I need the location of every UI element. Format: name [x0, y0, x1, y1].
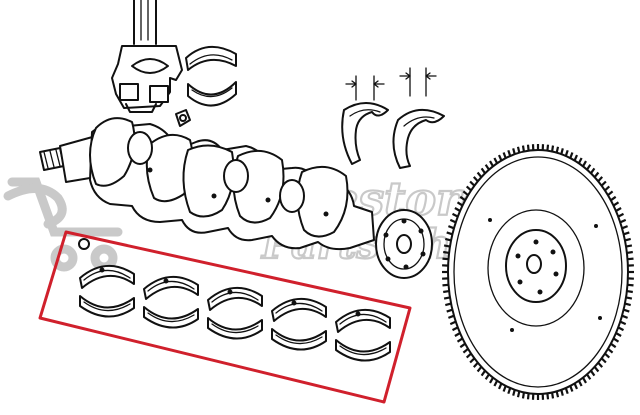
bearing-shell-pair: [143, 276, 199, 329]
bearing-shell-groove: [83, 301, 131, 312]
bearing-shell-groove: [211, 323, 259, 334]
bearing-shell-upper: [79, 265, 135, 289]
bearing-shell-pairs: [79, 265, 391, 362]
rod-bearing-shells: [185, 46, 237, 107]
bearing-shell-lower: [335, 339, 391, 362]
bearing-shell-upper: [143, 276, 199, 300]
thrust-washer-left: [341, 75, 389, 165]
bearing-shell-groove: [339, 345, 387, 356]
gear-tooth: [569, 385, 574, 392]
highlight-box: [38, 230, 412, 404]
bolt: [175, 109, 191, 127]
main-bearing-shells: [38, 230, 412, 404]
gear-tooth: [489, 160, 494, 167]
dowel-pin: [78, 238, 90, 250]
gear-tooth: [573, 383, 579, 390]
bearing-shell-pair: [271, 298, 327, 351]
gear-tooth: [582, 160, 587, 167]
gear-tooth: [569, 152, 574, 159]
bearing-shell-lower: [143, 306, 199, 329]
bearing-shell-groove: [339, 313, 387, 325]
gear-tooth: [573, 154, 579, 161]
bearing-shell-upper: [335, 309, 391, 333]
thrust-washer-right: [392, 67, 445, 169]
bearing-shell-groove: [147, 280, 195, 292]
gear-tooth: [502, 152, 507, 159]
bearing-oil-hole: [227, 289, 233, 295]
gear-tooth: [582, 377, 587, 384]
bearing-shell-groove: [147, 312, 195, 323]
bearing-oil-hole: [355, 311, 361, 317]
bearing-shell-lower: [79, 295, 135, 318]
gear-tooth: [497, 154, 503, 161]
connecting-rod: [111, 0, 183, 113]
bearing-shell-pair: [79, 265, 135, 318]
bearing-oil-hole: [163, 278, 169, 284]
bearing-shell-upper: [271, 298, 327, 322]
bearing-shell-upper: [207, 287, 263, 311]
gear-tooth: [497, 383, 503, 390]
crankshaft: [39, 117, 433, 279]
bearing-shell-groove: [211, 291, 259, 303]
bearing-shell-lower: [207, 317, 263, 340]
gear-tooth: [489, 377, 494, 384]
bearing-oil-hole: [291, 300, 297, 306]
thrust-washers: [341, 67, 445, 169]
bearing-shell-groove: [275, 334, 323, 345]
bearing-shell-pair: [335, 309, 391, 362]
bearing-shell-lower: [271, 328, 327, 351]
bearing-shell-groove: [275, 302, 323, 314]
bearing-oil-hole: [99, 267, 105, 273]
bearing-shell-pair: [207, 287, 263, 340]
gear-tooth: [502, 385, 507, 392]
flywheel: [442, 144, 634, 400]
bearing-shell-groove: [83, 269, 131, 281]
